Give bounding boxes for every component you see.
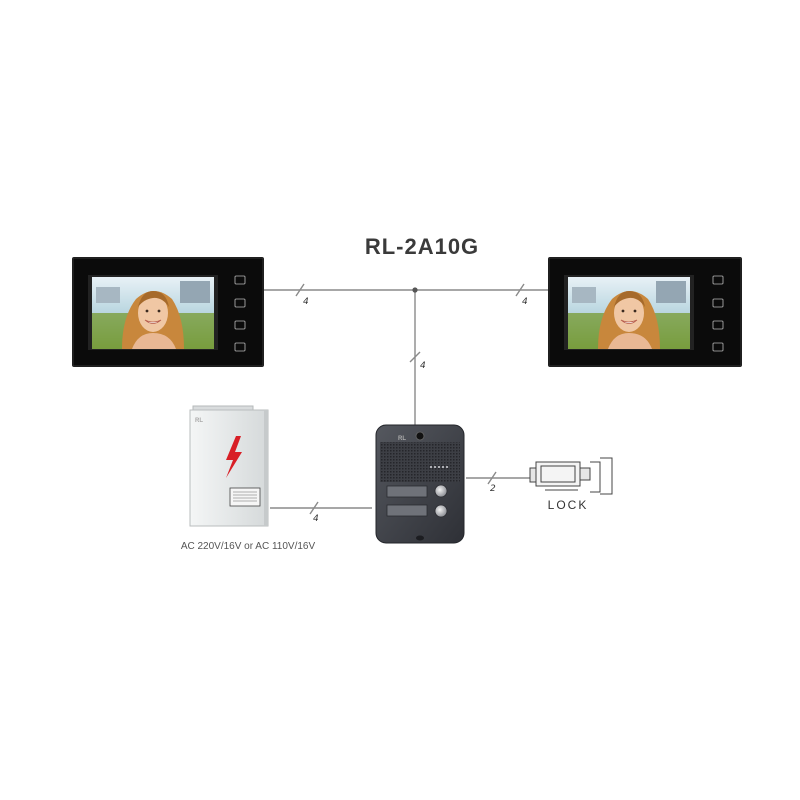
wire-label-power: 4 <box>313 514 319 524</box>
door-station-call-button-1[interactable] <box>434 484 448 498</box>
lock-label: LOCK <box>548 498 589 512</box>
wire-label-left-monitor: 4 <box>303 297 309 307</box>
power-supply-brand: RL <box>195 418 203 424</box>
diagram-title: RL-2A10G <box>365 234 479 259</box>
wiring <box>264 283 548 515</box>
power-supply-icon <box>189 409 269 527</box>
door-station-camera <box>415 431 425 441</box>
power-supply: RL <box>189 405 269 527</box>
power-supply-plate <box>229 487 261 507</box>
door-station-call-button-2[interactable] <box>434 504 448 518</box>
lock-icon <box>529 457 613 495</box>
wire-label-right-monitor: 4 <box>522 297 528 307</box>
power-supply-caption: AC 220V/16V or AC 110V/16V <box>181 541 316 552</box>
monitor-left <box>72 257 264 367</box>
monitor-buttons <box>712 275 724 352</box>
wire-label-lock: 2 <box>490 484 496 494</box>
junction-dot <box>412 287 418 293</box>
door-station-name-plate-2 <box>386 504 428 517</box>
monitor-buttons <box>234 275 246 352</box>
monitor-right <box>548 257 742 367</box>
door-station: RL <box>375 424 465 544</box>
door-station-grille <box>380 442 460 482</box>
lightning-icon <box>226 436 242 478</box>
electric-lock <box>529 457 613 495</box>
door-station-brand: RL <box>398 436 406 442</box>
wire-label-door-station: 4 <box>420 361 426 371</box>
door-station-name-plate-1 <box>386 485 428 498</box>
